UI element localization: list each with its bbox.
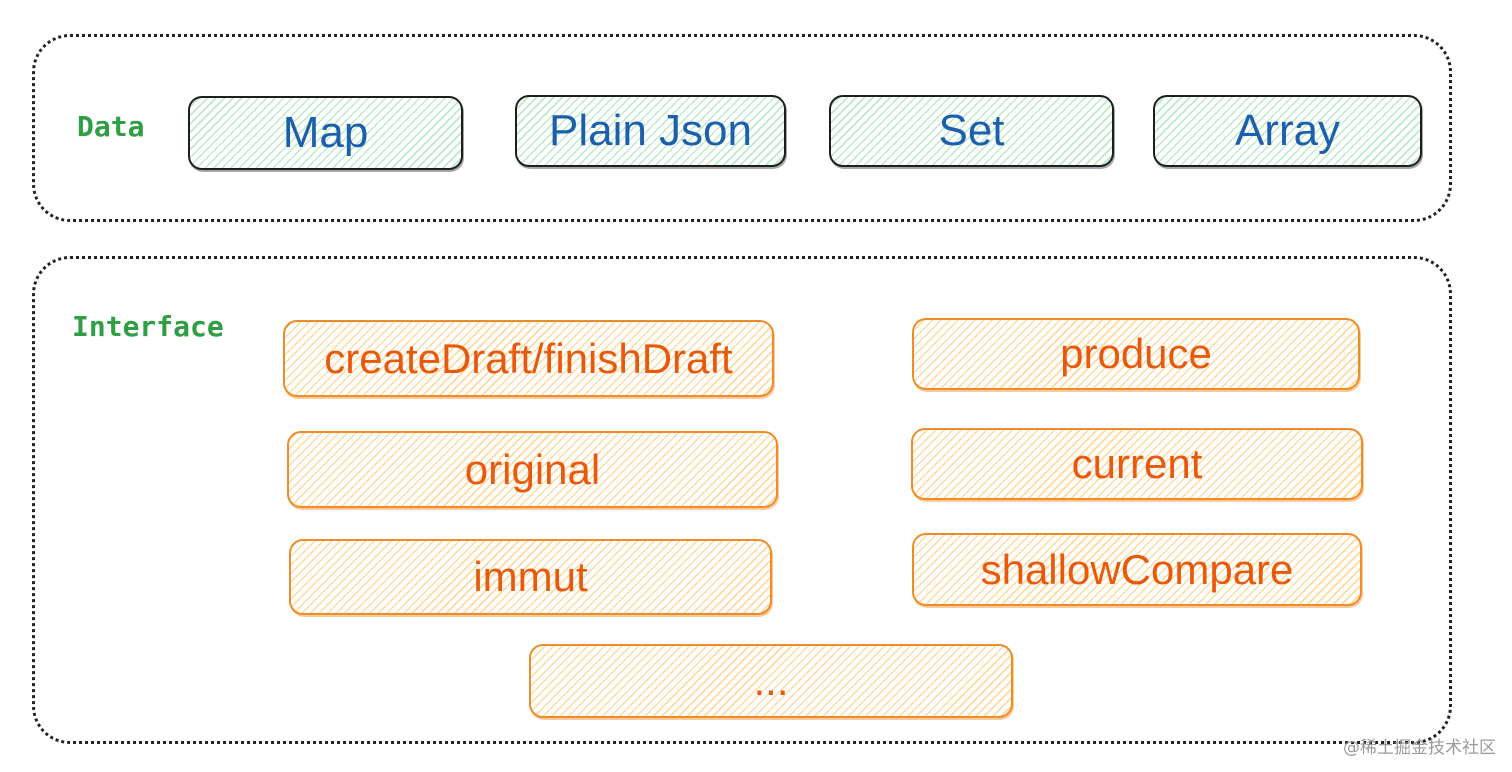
interface-box-produce: produce (912, 318, 1360, 390)
data-box-set: Set (829, 95, 1114, 167)
interface-label: Interface (72, 310, 224, 343)
watermark: @稀土掘金技术社区 (1343, 738, 1496, 758)
data-box-plain-json: Plain Json (515, 95, 786, 167)
interface-group (32, 256, 1452, 744)
interface-box-create-finish-draft: createDraft/finishDraft (283, 320, 774, 397)
interface-box-immut: immut (289, 539, 772, 615)
data-group (32, 34, 1452, 222)
interface-box-current: current (911, 428, 1363, 500)
data-box-array: Array (1153, 95, 1422, 167)
interface-box-original: original (287, 431, 778, 508)
data-label: Data (77, 110, 145, 143)
interface-box-ellipsis: ... (529, 644, 1013, 718)
data-box-map: Map (188, 96, 463, 170)
interface-box-shallow-compare: shallowCompare (912, 533, 1362, 606)
